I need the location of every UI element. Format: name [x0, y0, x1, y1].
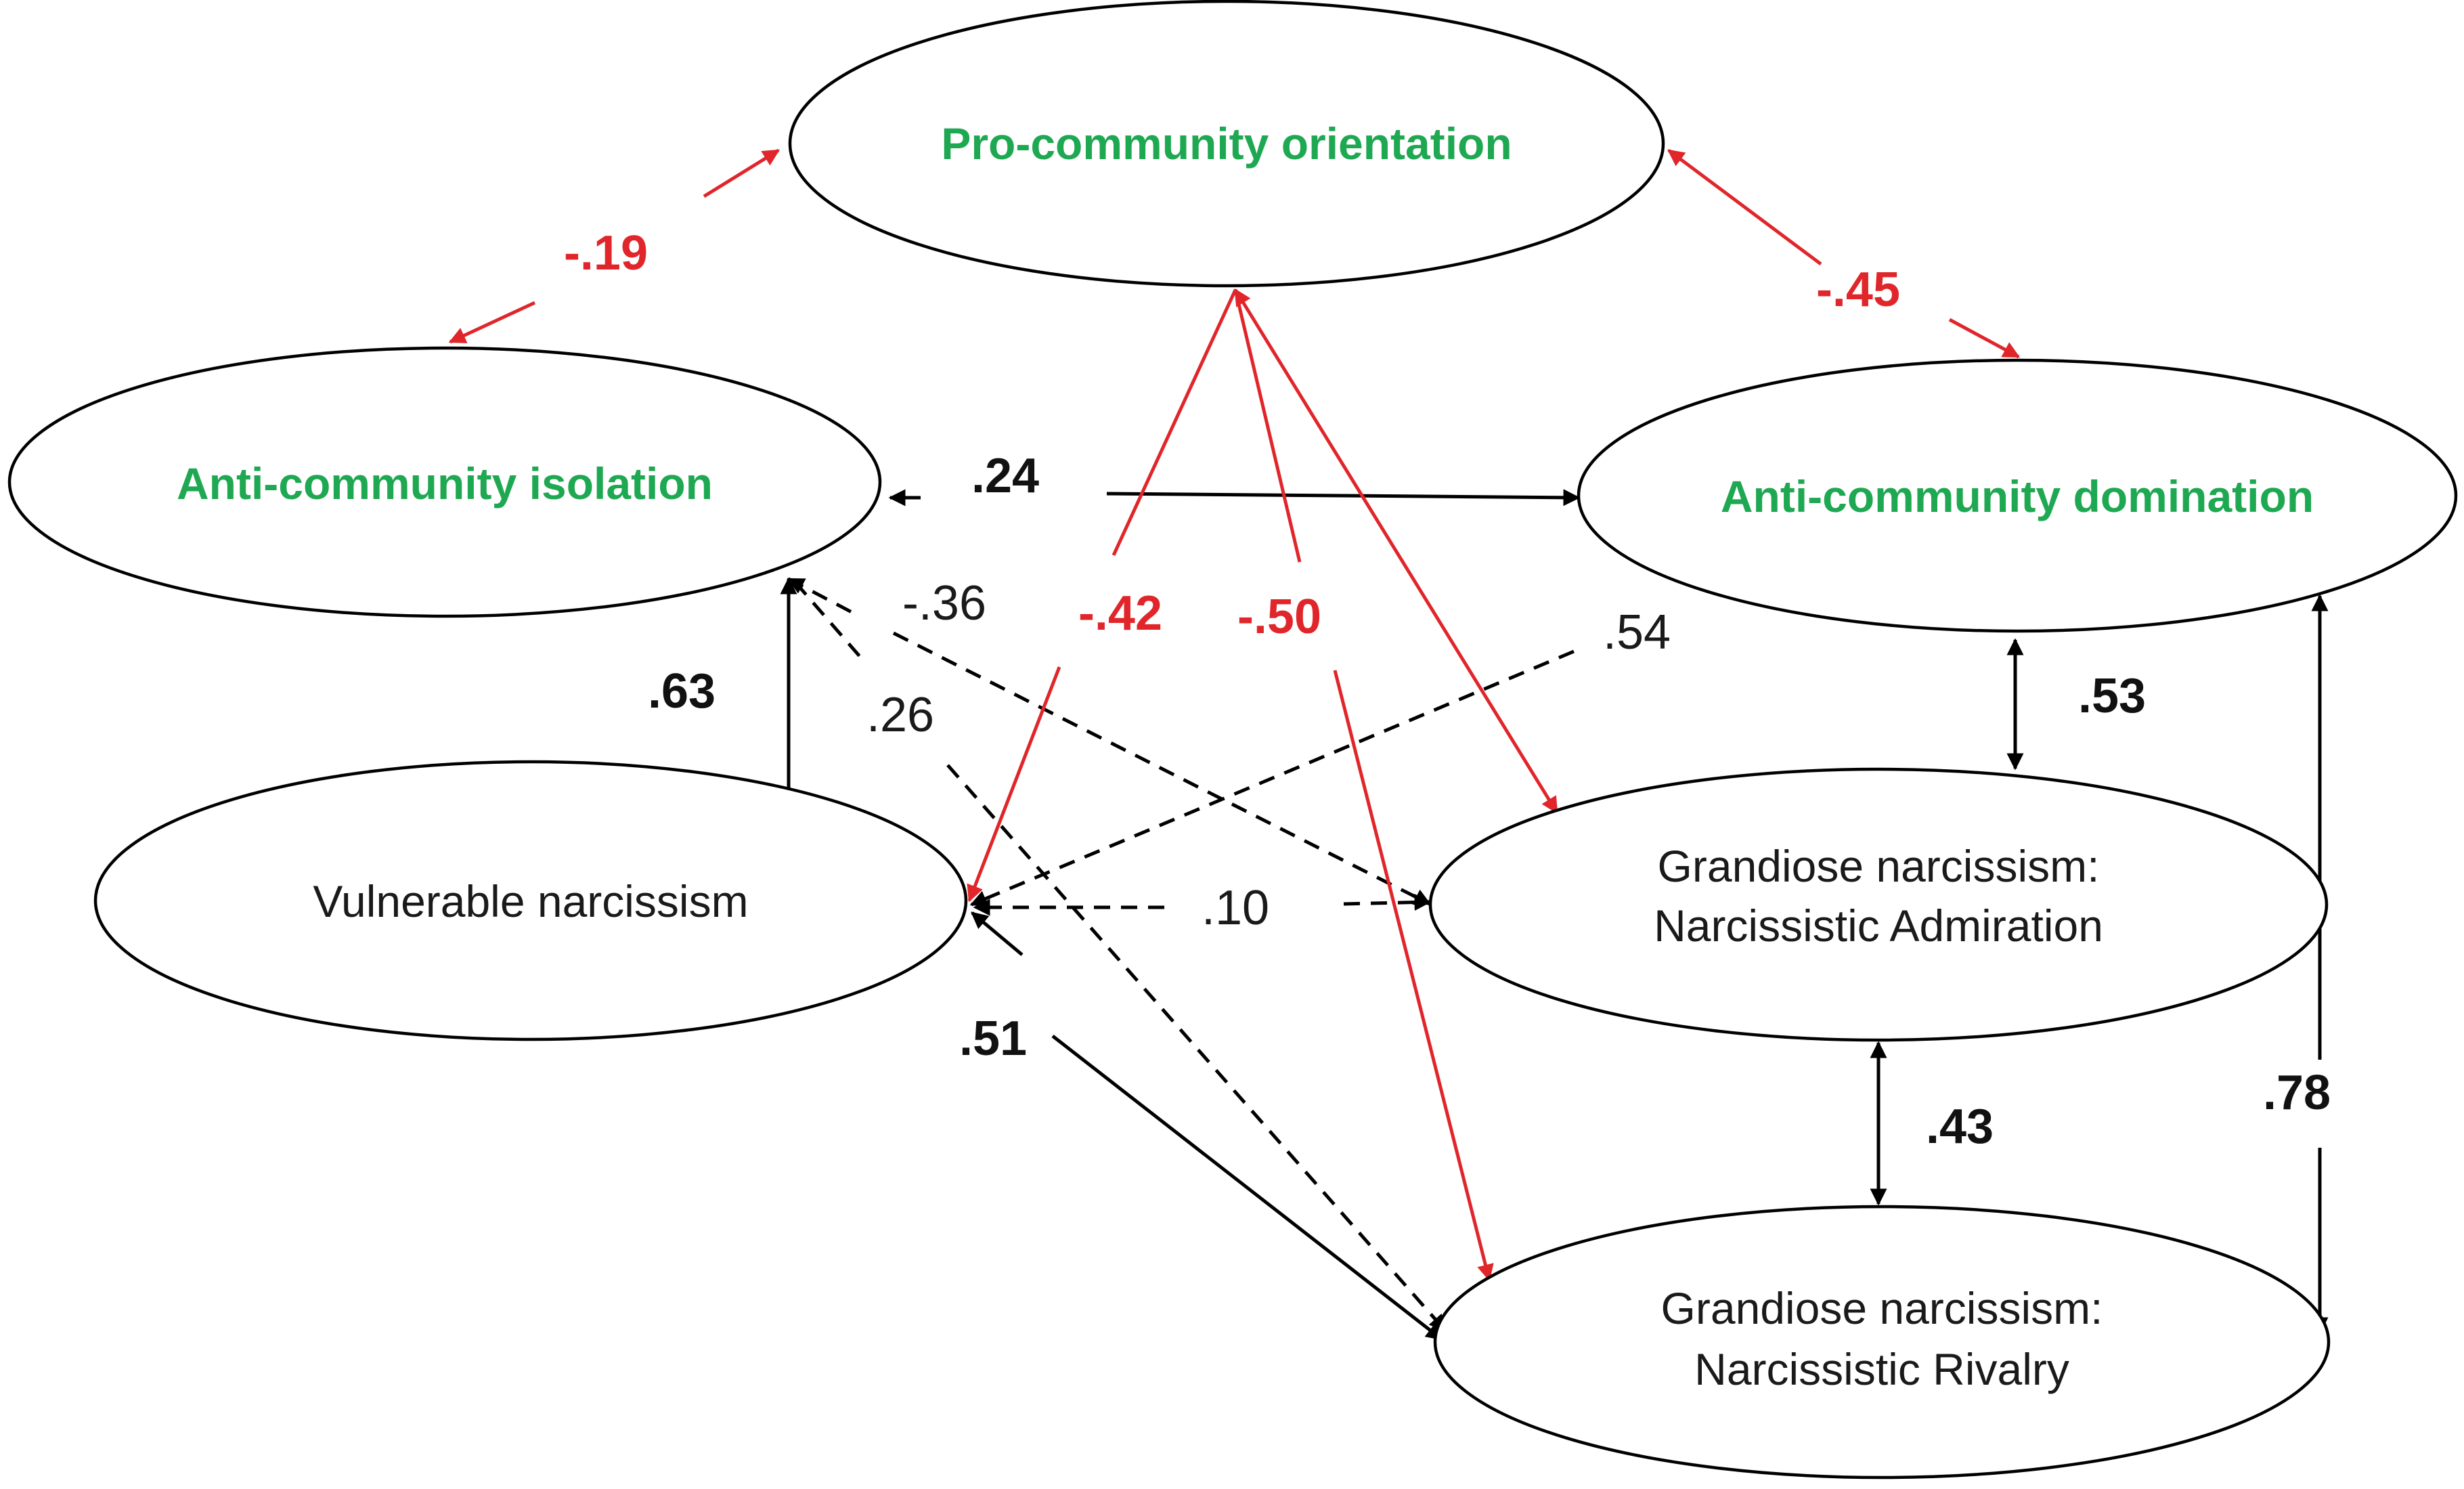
node-rivalry-label-line2: Narcissistic Rivalry [1694, 1344, 2069, 1394]
edge-vulnerable-rivalry-head [971, 911, 1024, 956]
edge-domination-vulnerable [969, 649, 1575, 907]
coef-isolation-vulnerable: .63 [648, 664, 716, 718]
coef-vulnerable-rivalry: .51 [959, 1012, 1027, 1066]
node-admiration-label-line1: Grandiose narcissism: [1658, 841, 2100, 891]
coef-domination-vulnerable: .54 [1603, 605, 1671, 660]
coef-isolation-rivalry: .26 [866, 688, 934, 742]
edge-vulnerable-admiration-right [1343, 894, 1432, 911]
coef-pro-domination: -.45 [1816, 263, 1900, 317]
coef-isolation-admiration: -.36 [902, 576, 986, 630]
node-admiration: Grandiose narcissism: Narcissistic Admir… [1428, 767, 2329, 1042]
edge-pro-vulnerable-main [967, 666, 1061, 903]
edge-isolation-rivalry [794, 581, 864, 662]
edge-pro-isolation [703, 148, 780, 198]
edge-pro-domination [1667, 148, 1822, 266]
node-vulnerable-label: Vulnerable narcissism [313, 876, 748, 926]
edge-pro-domination-tail [1948, 318, 2021, 359]
coef-isolation-domination: .24 [971, 449, 1039, 503]
coef-domination-rivalry: .78 [2263, 1066, 2331, 1120]
node-anti-domination-label: Anti-community domination [1721, 471, 2314, 521]
coef-pro-isolation: -.19 [564, 226, 648, 280]
edge-isolation-rivalry-main [946, 764, 1447, 1332]
node-admiration-label-line2: Narcissistic Admiration [1654, 901, 2103, 951]
edge-isolation-admiration-main [892, 631, 1432, 906]
edge-isolation-domination [1106, 489, 1581, 506]
coef-pro-vulnerable: -.42 [1078, 586, 1162, 641]
edge-pro-rivalry-main [1333, 670, 1494, 1282]
node-anti-domination: Anti-community domination [1577, 358, 2458, 633]
coef-domination-admiration: .53 [2078, 669, 2146, 723]
node-pro-community: Pro-community orientation [788, 0, 1665, 288]
edge-pro-vulnerable [1112, 288, 1237, 557]
coefficients: -.19 -.45 .24 .63 -.36 .26 -.42 -.50 .54… [564, 226, 2331, 1154]
edge-pro-isolation-tail [448, 301, 536, 344]
edge-pro-rivalry [1233, 289, 1302, 563]
node-anti-isolation-label: Anti-community isolation [177, 458, 713, 509]
edges [448, 148, 2329, 1341]
node-rivalry: Grandiose narcissism: Narcissistic Rival… [1433, 1205, 2331, 1480]
node-vulnerable: Vulnerable narcissism [93, 760, 968, 1041]
node-anti-isolation: Anti-community isolation [7, 346, 882, 618]
node-rivalry-label-line1: Grandiose narcissism: [1661, 1283, 2103, 1333]
coef-pro-rivalry: -.50 [1237, 590, 1321, 644]
edge-pro-admiration [1233, 288, 1559, 815]
node-pro-community-label: Pro-community orientation [941, 118, 1512, 169]
coef-admiration-rivalry: .43 [1926, 1100, 1994, 1154]
edge-vulnerable-rivalry [1051, 1035, 1443, 1341]
coef-vulnerable-admiration: .10 [1202, 881, 1269, 935]
